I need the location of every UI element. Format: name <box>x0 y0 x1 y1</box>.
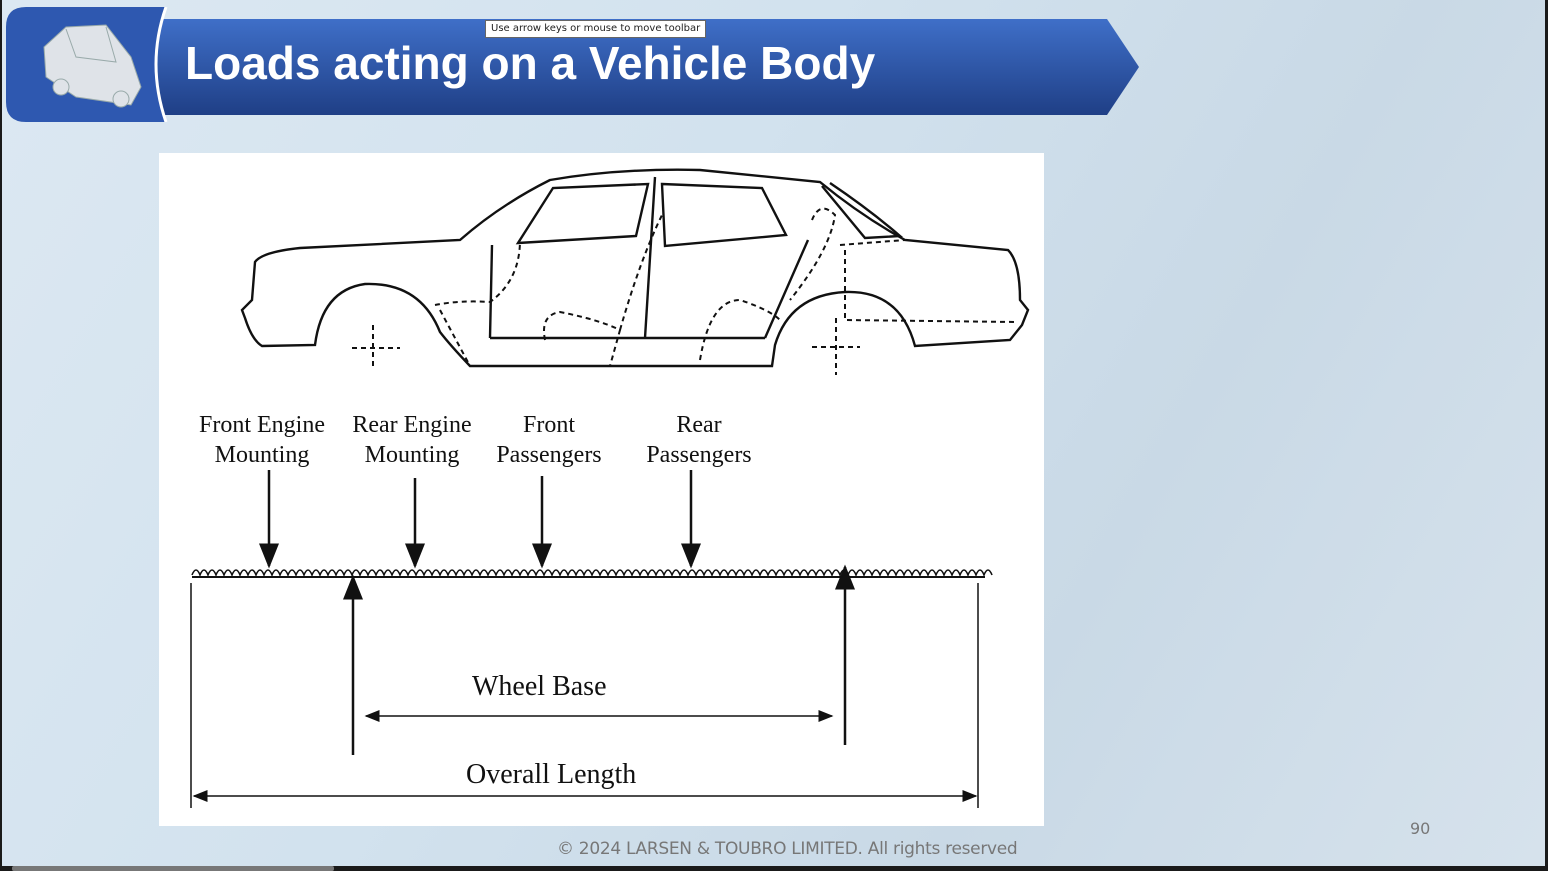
horizontal-scrollbar[interactable] <box>12 866 334 871</box>
copyright-footer: © 2024 LARSEN & TOUBRO LIMITED. All righ… <box>557 839 1018 859</box>
ground-line <box>191 569 993 578</box>
label-overall-length: Overall Length <box>466 759 637 790</box>
toolbar-tooltip: Use arrow keys or mouse to move toolbar <box>485 20 707 38</box>
rear-wheel-center <box>812 318 860 375</box>
title-banner <box>152 19 1139 115</box>
front-wheel-center <box>352 325 400 370</box>
page-number: 90 <box>1410 819 1431 838</box>
door-line <box>488 176 810 340</box>
car-body-outline <box>240 168 1030 368</box>
rear-quarter-window <box>821 182 904 240</box>
rear-window <box>660 182 788 248</box>
label-wheel-base: Wheel Base <box>472 671 607 702</box>
page-title: Loads acting on a Vehicle Body <box>185 37 876 89</box>
car-body-frame-icon <box>6 7 168 122</box>
front-window <box>515 182 650 245</box>
floor-dashed <box>434 207 1016 367</box>
